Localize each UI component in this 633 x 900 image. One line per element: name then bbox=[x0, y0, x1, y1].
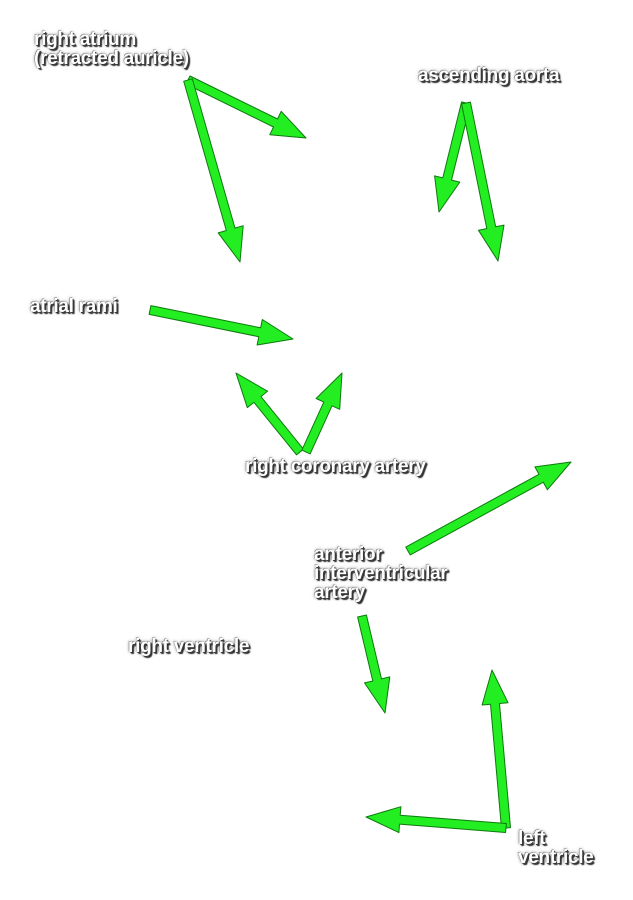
label-right-atrium-line-1: right atrium bbox=[34, 29, 136, 50]
label-atrial-rami-line-1: atrial rami bbox=[30, 296, 118, 317]
arrow-anterior-iv-a bbox=[405, 461, 572, 556]
arrow-right-atrium-b bbox=[183, 78, 244, 263]
label-anterior-iv-line-1: anterior bbox=[314, 544, 383, 565]
label-left-ventricle-line-2: ventricle bbox=[518, 847, 594, 868]
label-ascending-aorta: ascending aorta bbox=[418, 65, 560, 86]
arrow-right-coronary-a bbox=[235, 372, 304, 456]
label-anterior-iv-line-3: artery bbox=[314, 582, 366, 603]
label-anterior-interventricular-artery: anterior interventricular artery bbox=[314, 545, 448, 602]
arrow-ascending-aorta-b bbox=[461, 101, 505, 262]
label-right-ventricle-line-1: right ventricle bbox=[128, 636, 250, 657]
label-right-coronary-artery-line-1: right coronary artery bbox=[245, 456, 426, 477]
label-atrial-rami: atrial rami bbox=[30, 297, 118, 316]
label-right-atrium: right atrium (retracted auricle) bbox=[34, 30, 189, 68]
label-right-ventricle: right ventricle bbox=[128, 637, 249, 656]
arrow-atrial-rami bbox=[148, 305, 294, 346]
label-right-coronary-artery: right coronary artery bbox=[245, 457, 426, 476]
label-left-ventricle: left ventricle bbox=[518, 828, 594, 868]
arrow-right-coronary-b bbox=[301, 372, 343, 455]
label-ascending-aorta-line-1: ascending aorta bbox=[418, 65, 560, 86]
arrow-right-atrium-a bbox=[185, 75, 307, 139]
arrow-left-ventricle-b bbox=[365, 806, 507, 834]
arrow-anterior-iv-b bbox=[357, 614, 391, 714]
arrow-left-ventricle-a bbox=[481, 669, 511, 829]
label-anterior-iv-line-2: interventricular bbox=[314, 563, 448, 584]
label-left-ventricle-line-1: left bbox=[518, 828, 546, 849]
label-right-atrium-line-2: (retracted auricle) bbox=[34, 48, 189, 69]
